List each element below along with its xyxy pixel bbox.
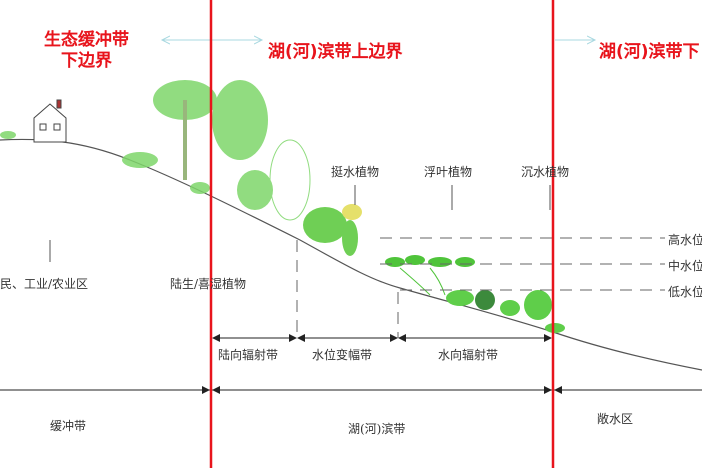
- low-water-label: 低水位: [668, 285, 702, 299]
- high-water-label: 高水位: [668, 233, 702, 247]
- house-icon: [33, 99, 67, 143]
- fluctuation-zone-label: 水位变幅带: [312, 348, 373, 362]
- ground-slope: [0, 138, 702, 371]
- terrestrial-plants-label: 陆生/喜湿植物: [170, 277, 247, 291]
- lakeshore-lower-boundary-label: 湖(河)滨带下: [599, 42, 700, 62]
- terrestrial-plants-icon: [0, 80, 311, 221]
- submerged-plants-icon: [446, 290, 565, 333]
- open-water-label: 敞水区: [597, 412, 634, 426]
- submerged-plants-label: 沉水植物: [521, 165, 570, 179]
- lakeshore-upper-boundary-label: 湖(河)滨带上边界: [268, 42, 403, 62]
- lakeshore-zone-label: 湖(河)滨带: [348, 422, 406, 436]
- waterward-zone-label: 水向辐射带: [438, 348, 499, 362]
- mid-water-label: 中水位: [668, 259, 702, 273]
- floating-plants-label: 浮叶植物: [424, 165, 473, 179]
- land-use-label: 民、工业/农业区: [0, 277, 89, 291]
- emergent-plants-icon: [303, 204, 362, 256]
- landward-zone-label: 陆向辐射带: [218, 348, 279, 362]
- buffer-zone-label: 缓冲带: [50, 419, 87, 433]
- emergent-plants-label: 挺水植物: [331, 165, 380, 179]
- buffer-lower-boundary-label: 生态缓冲带下边界: [44, 30, 129, 71]
- floating-plants-icon: [385, 255, 475, 296]
